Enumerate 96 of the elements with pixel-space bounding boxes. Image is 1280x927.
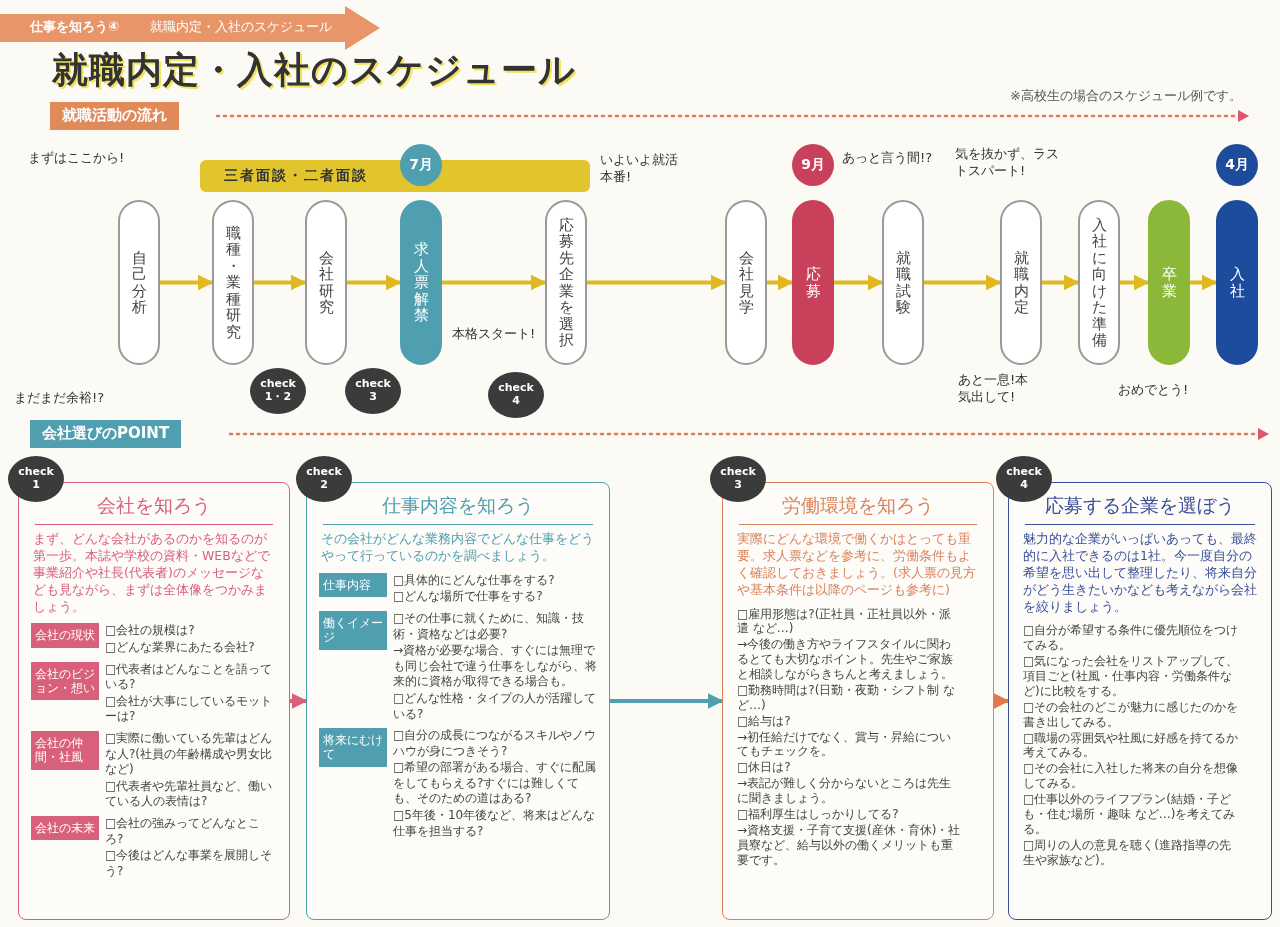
- section-heading: 会社選びのPOINT: [30, 420, 182, 448]
- speech-text: 本格スタート!: [452, 326, 537, 343]
- checklist-item: →今後の働き方やライフスタイルに関わるとても大切なポイント。先生やご家族と相談しながらきちんと考えましょう。: [737, 637, 954, 682]
- category-tag: 会社の未来: [31, 815, 99, 841]
- step-pill: 入社: [1216, 200, 1258, 365]
- checklist-item: →資格が必要な場合、すぐには無理でも同じ会社で違う仕事をしながら、将来的に資格が取得できる場合も。: [393, 643, 597, 690]
- checklist-item: □実際に働いている先輩はどんな人?(社員の年齢構成や男女比など): [105, 730, 274, 778]
- check-bubble: check 1: [8, 456, 64, 502]
- speech-text: 気を抜かず、ラストスパート!: [955, 146, 1060, 180]
- check-panel: [306, 482, 610, 920]
- flow-arrow: [834, 274, 884, 291]
- checklist-item: □希望の部署がある場合、すぐに配属をしてもらえる?すぐには難しくても、そのための道はある?: [393, 760, 597, 808]
- panel-text: 実際にどんな環境で働くかはとっても重要。求人票などを参考に、労働条件もよく確認しておきましょう。(求人票の見方や基本条件は以降のページも参考に): [737, 531, 977, 599]
- checklist-item: →資格支援・子育て支援(産休・育休)・社員寮など、給与以外の働くメリットも重要です。: [737, 822, 961, 868]
- month-bubble: 4月: [1216, 144, 1258, 186]
- checklist-item: □仕事以外のライフプラン(結婚・子ども・住む場所・趣味 など…)を考えてみる。: [1023, 792, 1237, 837]
- checklist-item: □その会社のどこが魅力に感じたのかを書き出してみる。: [1023, 699, 1239, 730]
- speech-text: まずはここから!: [28, 150, 125, 167]
- category-tag: 働くイメージ: [319, 610, 387, 650]
- check-bubble: check 2: [296, 456, 352, 502]
- checklist-item: □どんな場所で仕事をする?: [393, 589, 544, 605]
- checklist-item: □今後はどんな事業を展開しそう?: [105, 848, 274, 880]
- checklist-item: □休日は?: [737, 760, 792, 776]
- flow-arrow: [1190, 274, 1218, 291]
- speech-text: まだまだ余裕!?: [14, 390, 105, 407]
- checklist-item: □その仕事に就くために、知識・技術・資格などは必要?: [393, 610, 586, 643]
- checklist-item: □勤務時間は?(日勤・夜勤・シフト制 など…): [737, 682, 957, 713]
- month-bubble: 7月: [400, 144, 442, 186]
- flow-arrow: [160, 274, 214, 291]
- step-pill: 会社見学: [725, 200, 767, 365]
- flow-arrow: [610, 693, 724, 709]
- checklist-item: □その会社に入社した将来の自分を想像してみる。: [1023, 761, 1239, 791]
- note: ※高校生の場合のスケジュール例です。: [1010, 88, 1242, 105]
- category-tag: 会社の仲間・社風: [31, 730, 99, 770]
- checklist-item: □自分の成長につながるスキルやノウハウが身につきそう?: [393, 728, 597, 760]
- step-pill: 応募: [792, 200, 834, 365]
- checklist-item: □代表者や先輩社員など、働いている人の表情は?: [105, 778, 274, 810]
- category-tag: 将来にむけて: [319, 728, 387, 767]
- checklist-item: □5年後・10年後など、将来はどんな仕事を担当する?: [393, 808, 597, 840]
- month-bubble: 9月: [792, 144, 834, 186]
- panel-text: その会社がどんな業務内容でどんな仕事をどうやって行っているのかを調べましょう。: [321, 531, 595, 565]
- speech-text: あと一息!本気出して!: [958, 372, 1030, 406]
- check-panel: [722, 482, 994, 920]
- flow-arrow: [767, 274, 794, 291]
- panel-text: まず、どんな会社があるのかを知るのが第一歩。本誌や学校の資料・WEBなどで事業紹介や社長(代表者)のメッセージなども見ながら、まずは全体像をつかみましょう。: [33, 531, 271, 616]
- speech-text: おめでとう!: [1118, 382, 1189, 399]
- flow-arrow: [347, 274, 402, 291]
- checklist-item: □具体的にどんな仕事をする?: [393, 572, 556, 589]
- speech-text: あっと言う間!?: [842, 150, 933, 167]
- flow-arrow: [442, 274, 547, 291]
- checklist-item: □会社の強みってどんなところ?: [105, 815, 262, 848]
- flow-arrow: [290, 693, 308, 709]
- checklist-item: □福利厚生はしっかりしてる?: [737, 806, 900, 822]
- step-pill: 入社に向けた準備: [1078, 200, 1120, 365]
- check-bubble: check 1・2: [250, 368, 306, 414]
- checklist-item: □周りの人の意見を聴く(進路指導の先生や家族など)。: [1023, 837, 1233, 868]
- checklist-item: □雇用形態は?(正社員・正社員以外・派遣 など…): [737, 606, 953, 637]
- flow-arrow: [1120, 274, 1150, 291]
- flow-arrow: [254, 274, 307, 291]
- check-bubble: check 3: [710, 456, 766, 502]
- step-pill: 就職試験: [882, 200, 924, 365]
- header-label: 就職内定・入社のスケジュール: [150, 19, 332, 36]
- step-pill: 会社研究: [305, 200, 347, 365]
- check-panel: [1008, 482, 1272, 920]
- speech-text: いよいよ就活本番!: [600, 152, 679, 186]
- step-pill: 就職内定: [1000, 200, 1042, 365]
- step-pill: 応募先企業を選択: [545, 200, 587, 365]
- step-pill: 卒業: [1148, 200, 1190, 365]
- category-tag: 会社の現状: [31, 623, 99, 648]
- checklist-item: →表記が難しく分からないところは先生に聞きましょう。: [737, 776, 953, 806]
- checklist-item: □会社の規模は?: [105, 623, 196, 639]
- checklist-item: →初任給だけでなく、賞与・昇給についてもチェックを。: [737, 729, 953, 760]
- page-title: 就職内定・入社のスケジュール: [52, 48, 576, 92]
- checklist-item: □気になった会社をリストアップして、項目ごと(社風・仕事内容・労働条件など)に比較をする。: [1023, 654, 1239, 699]
- check-bubble: check 4: [488, 372, 544, 418]
- checklist-item: □代表者はどんなことを語っている?: [105, 661, 274, 693]
- check-panel: [18, 482, 290, 920]
- section-heading: 就職活動の流れ: [50, 102, 179, 130]
- checklist-item: □どんな業界にあたる会社?: [105, 639, 256, 656]
- flow-arrow: [1042, 274, 1080, 291]
- category-tag: 会社のビジョン・想い: [31, 661, 99, 701]
- flow-arrow: [587, 274, 727, 291]
- flow-arrow: [993, 693, 1010, 709]
- header-label: 仕事を知ろう④: [30, 19, 119, 36]
- category-tag: 仕事内容: [319, 572, 387, 598]
- step-pill: 自己分析: [118, 200, 160, 365]
- step-pill: 求人票解禁: [400, 200, 442, 365]
- flow-arrow: [924, 274, 1002, 291]
- panel-text: 魅力的な企業がいっぱいあっても、最終的に入社できるのは1社。今一度自分の希望を思い出して整理したり、将来自分がどう生きたいかなども考えながら会社を絞りましょう。: [1023, 531, 1257, 616]
- step-pill: 職種・業種研究: [212, 200, 254, 365]
- check-bubble: check 3: [345, 368, 401, 414]
- checklist-item: □職場の雰囲気や社風に好感を持てるか考えてみる。: [1023, 730, 1239, 761]
- checklist-item: □自分が希望する条件に優先順位をつけてみる。: [1023, 623, 1239, 654]
- checklist-item: □給与は?: [737, 713, 792, 729]
- checklist-item: □どんな性格・タイプの人が活躍している?: [393, 690, 597, 723]
- checklist-item: □会社が大事にしているモットーは?: [105, 693, 274, 725]
